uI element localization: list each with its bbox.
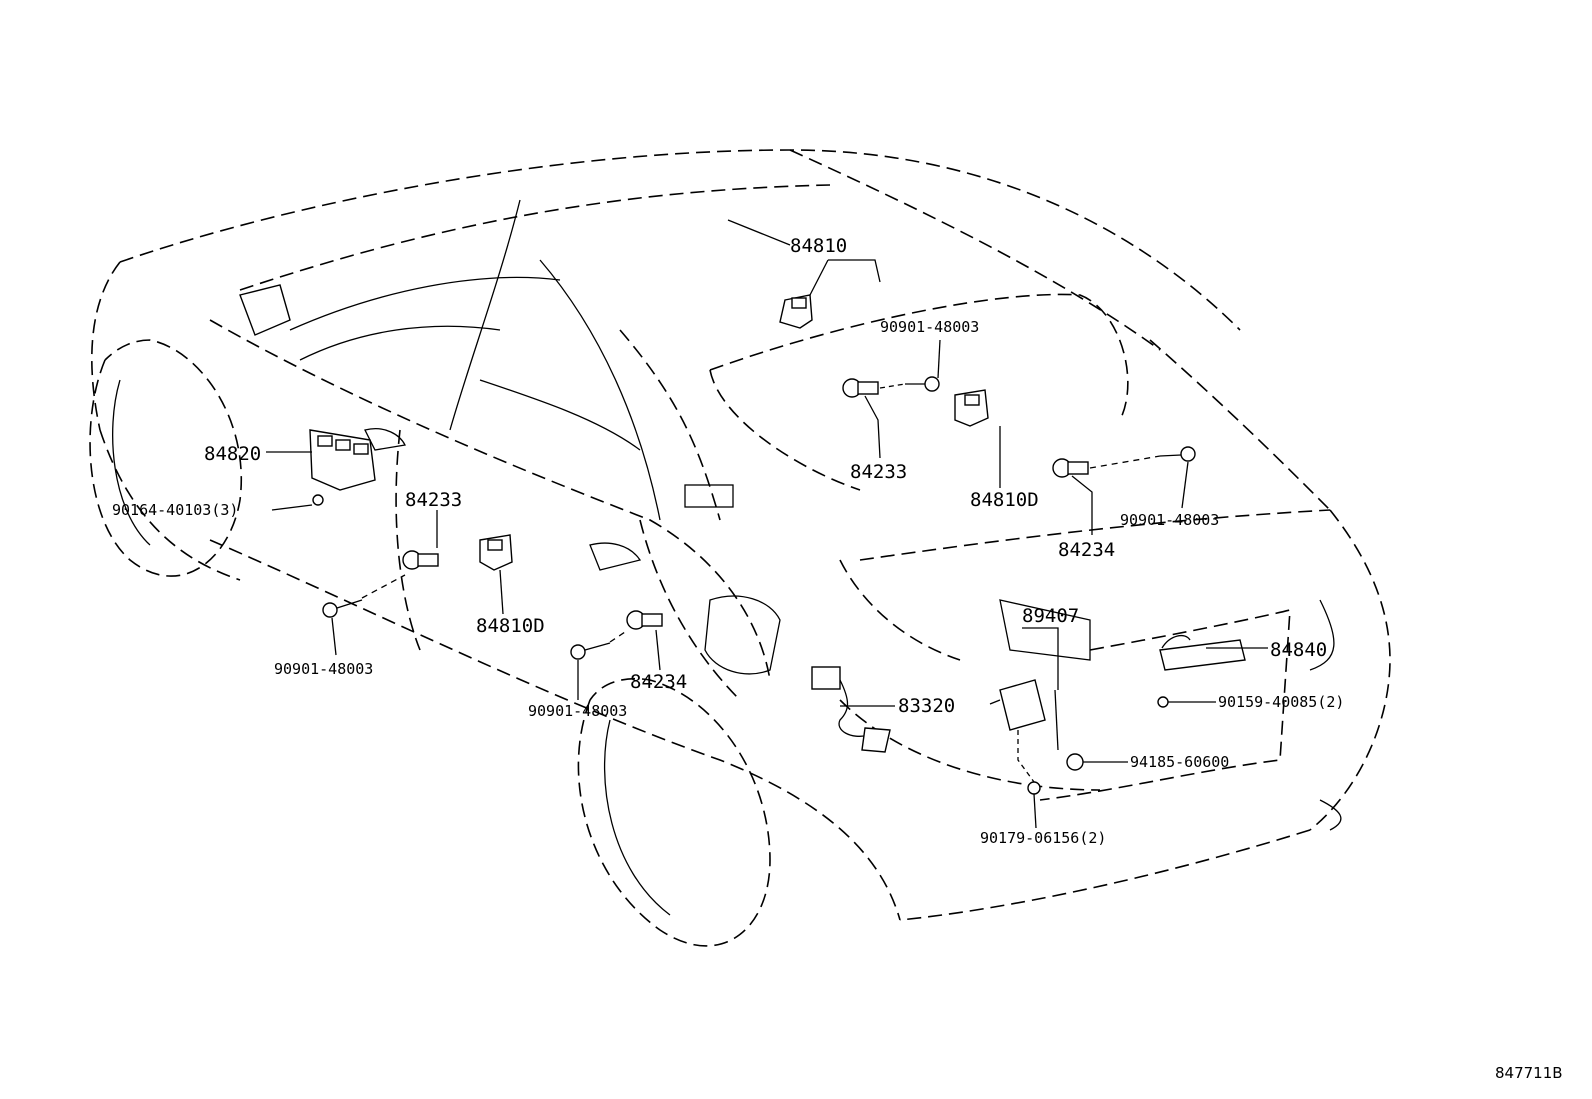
part-label: 84810 [790, 235, 847, 257]
part-label: 90901-48003 [528, 702, 627, 720]
part-label: 90179-06156(2) [980, 829, 1106, 847]
part-label: 90901-48003 [880, 318, 979, 336]
part-label: 84234 [1058, 539, 1115, 561]
part-label: 84810D [970, 489, 1039, 511]
part-label: 94185-60600 [1130, 753, 1229, 771]
clip-90179-icon [1027, 781, 1041, 795]
part-label: 90901-48003 [1120, 511, 1219, 529]
part-label: 83320 [898, 695, 955, 717]
part-label: 84820 [204, 443, 261, 465]
switch-84810d-right-icon [954, 389, 989, 427]
nut-94185-icon [1066, 753, 1084, 771]
diagram-reference-code: 847711B [1495, 1064, 1563, 1082]
bolt-icon [312, 376, 1196, 708]
part-label: 90901-48003 [274, 660, 373, 678]
part-label: 90159-40085(2) [1218, 693, 1344, 711]
lock-89407-icon [999, 679, 1046, 731]
sensor-83320-icon [811, 666, 841, 690]
part-label: 84233 [850, 461, 907, 483]
part-label: 84840 [1270, 639, 1327, 661]
car-body-outline [89, 149, 1391, 947]
part-labels: 84810 90901-48003 84233 84810D 84234 909… [112, 235, 1344, 847]
part-label: 84234 [630, 671, 687, 693]
part-label: 84233 [405, 489, 462, 511]
part-label: 89407 [1022, 605, 1079, 627]
leader-lines [266, 219, 1268, 829]
part-label: 84810D [476, 615, 545, 637]
part-glyphs [309, 294, 1246, 795]
part-label: 90164-40103(3) [112, 501, 238, 519]
handle-84840-icon [1159, 639, 1246, 671]
